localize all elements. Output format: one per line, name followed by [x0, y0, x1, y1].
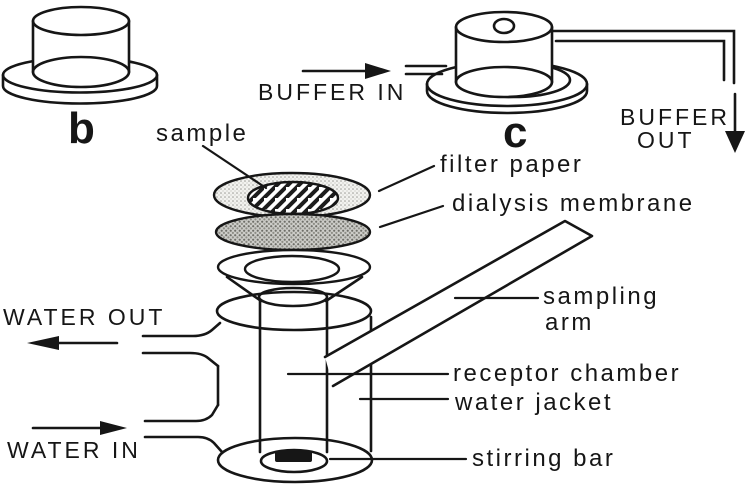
vessel-drawing — [141, 275, 374, 484]
vessel-bottom-inner — [259, 448, 329, 474]
part-b-cylinder-top — [31, 5, 131, 37]
label-water-in: WATER IN — [7, 437, 141, 463]
labels: b c sample filter paper dialysis membran… — [3, 79, 730, 472]
label-sampling-arm-line1: sampling — [543, 283, 659, 310]
chamber-opening — [257, 286, 329, 308]
part-c-top-port-hole — [492, 17, 516, 35]
buffer-in-tube-stub — [404, 64, 448, 76]
stirring-bar-shape — [275, 451, 312, 462]
buffer-out-arrow-head — [725, 131, 745, 153]
label-sample: sample — [156, 120, 248, 147]
part-c-drawing — [404, 10, 736, 115]
label-receptor-chamber: receptor chamber — [453, 360, 681, 387]
part-b-drawing — [1, 5, 159, 105]
part-b-cylinder-walls — [31, 19, 131, 74]
buffer-in-arrow-head — [365, 63, 391, 79]
label-filter-paper: filter paper — [440, 151, 583, 178]
label-buffer-out-line1: BUFFER — [620, 104, 730, 130]
filter-paper-leader — [377, 164, 436, 193]
part-b-flange-rim — [1, 73, 159, 105]
funnel-cone-lines — [225, 275, 364, 303]
oring-inner — [243, 254, 341, 284]
water-out-port — [141, 321, 222, 368]
water-out-arrow-head — [27, 336, 59, 350]
part-c-cylinder-walls — [454, 25, 554, 84]
leader-lines — [201, 144, 540, 461]
label-part-b: b — [68, 104, 95, 153]
dialysis-membrane-leader — [378, 204, 445, 229]
sampling-arm-body — [325, 221, 592, 386]
sample-leader — [201, 144, 268, 190]
label-buffer-in: BUFFER IN — [258, 79, 406, 105]
sample-disc — [246, 180, 340, 216]
label-part-c: c — [503, 108, 527, 157]
receptor-chamber-walls — [258, 299, 329, 454]
buffer-out-tube — [550, 29, 736, 85]
jacket-top-rim — [215, 290, 373, 332]
label-water-out: WATER OUT — [3, 304, 165, 330]
dialysis-membrane-disc — [214, 212, 372, 252]
water-in-arrow-head — [100, 421, 127, 435]
label-sampling-arm-line2: arm — [545, 309, 594, 336]
water-in-port — [143, 403, 224, 454]
part-c-cylinder-top — [454, 10, 554, 44]
sampling-arm-drawing — [323, 219, 594, 388]
part-c-flange-rim — [425, 82, 589, 115]
flow-arrows — [27, 63, 745, 435]
label-buffer-out-line2: OUT — [637, 127, 695, 153]
label-stirring-bar: stirring bar — [472, 445, 615, 472]
label-water-jacket: water jacket — [454, 389, 613, 416]
exploded-stack — [212, 171, 372, 286]
sampling-arm-edges — [323, 219, 594, 388]
label-dialysis-membrane: dialysis membrane — [452, 190, 695, 217]
